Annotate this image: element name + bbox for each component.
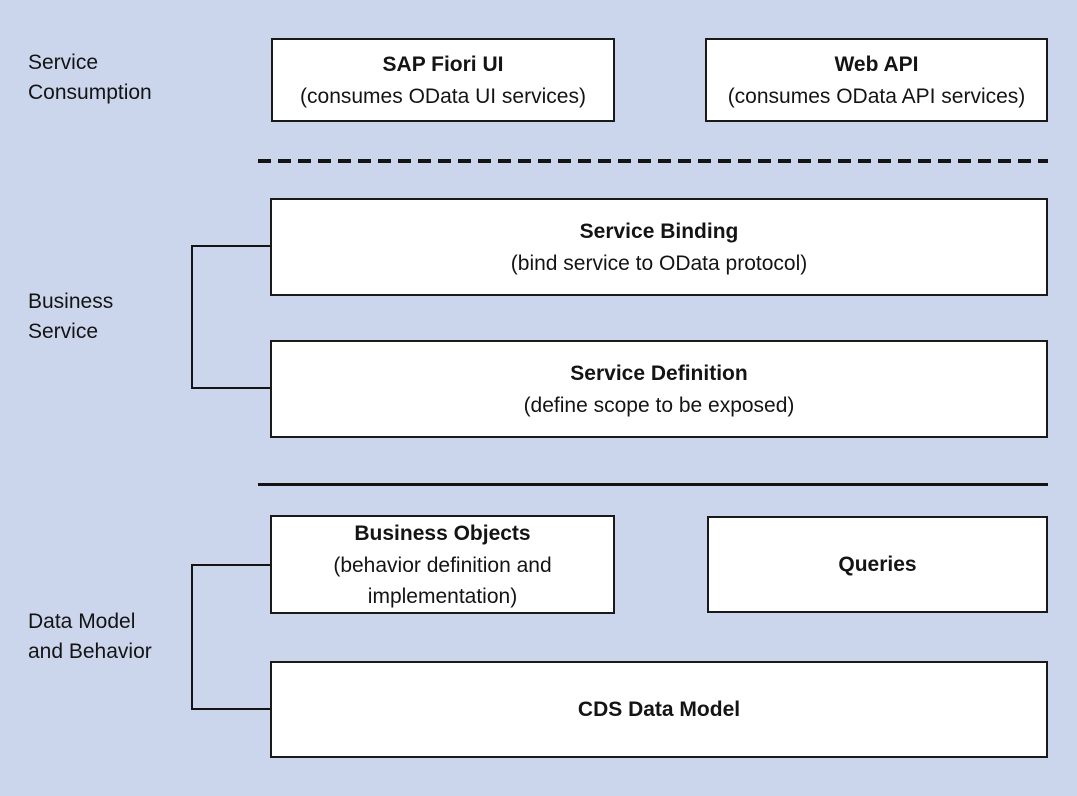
solid-separator-line — [258, 483, 1048, 486]
layer-label-business-service: Business Service — [28, 290, 114, 343]
box-title: Service Binding — [579, 219, 739, 243]
box-subtitle: (define scope to be exposed) — [523, 393, 795, 417]
bracket-data-model-bottom-line — [191, 708, 270, 710]
box-title: CDS Data Model — [577, 697, 741, 721]
box-title: Business Objects — [354, 521, 531, 545]
box-subtitle: (consumes OData UI services) — [300, 84, 586, 108]
bracket-data-model-top-line — [191, 564, 270, 566]
box-web-api: Web API (consumes OData API services) — [705, 38, 1048, 122]
bracket-business-service-top-line — [191, 245, 270, 247]
layer-label-data-model-and-behavior: Data Model and Behavior — [28, 610, 152, 663]
box-cds-data-model: CDS Data Model — [270, 661, 1048, 758]
bracket-business-service-bottom-line — [191, 387, 270, 389]
box-service-definition: Service Definition (define scope to be e… — [270, 340, 1048, 438]
box-business-objects: Business Objects (behavior definition an… — [270, 515, 615, 614]
box-service-binding: Service Binding (bind service to OData p… — [270, 198, 1048, 296]
bracket-data-model-vertical-line — [191, 564, 193, 710]
box-title: Queries — [838, 552, 917, 576]
dashed-separator-line — [258, 159, 1048, 163]
box-title: SAP Fiori UI — [382, 52, 504, 76]
box-title: Web API — [834, 52, 919, 76]
box-title: Service Definition — [570, 361, 748, 385]
box-queries: Queries — [707, 516, 1048, 613]
box-sap-fiori-ui: SAP Fiori UI (consumes OData UI services… — [271, 38, 615, 122]
box-subtitle: (consumes OData API services) — [727, 84, 1026, 108]
box-subtitle: (bind service to OData protocol) — [510, 251, 808, 275]
bracket-business-service-vertical-line — [191, 245, 193, 389]
box-subtitle: (behavior definition and implementation) — [333, 553, 552, 608]
layer-label-service-consumption: Service Consumption — [28, 51, 152, 104]
